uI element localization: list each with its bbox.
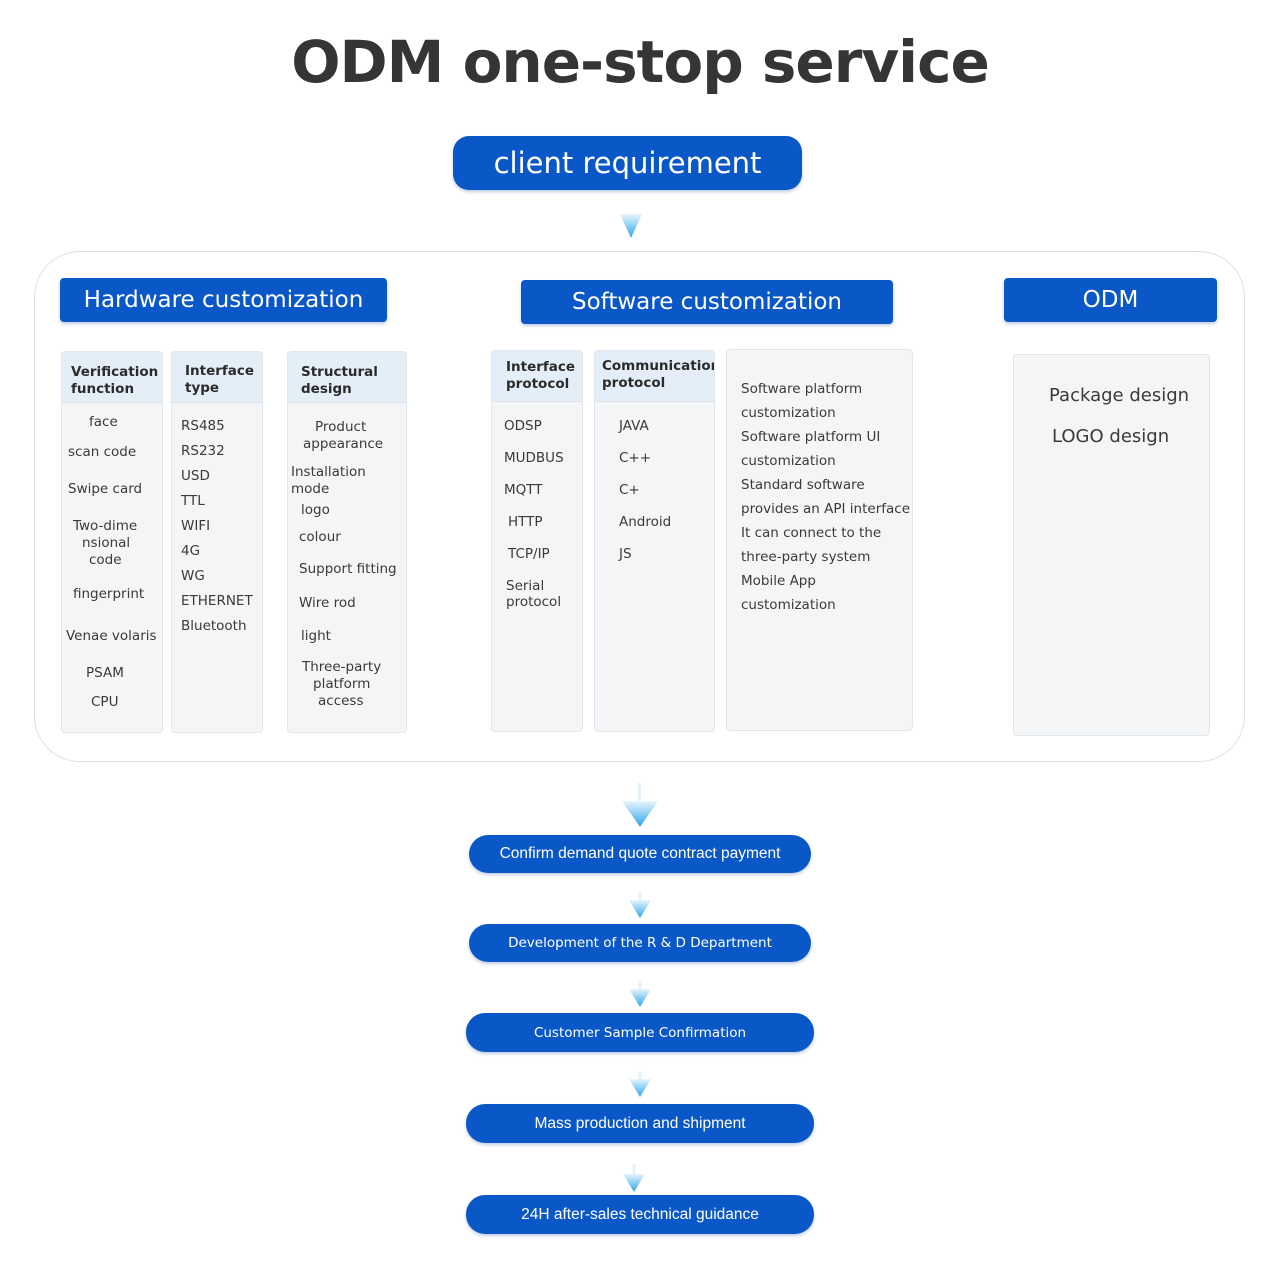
list-item: face (89, 414, 118, 430)
interface-protocol-column: Interface protocol ODSP MUDBUS MQTT HTTP… (491, 350, 583, 732)
client-requirement-node: client requirement (453, 136, 802, 190)
list-item: code (89, 552, 122, 568)
column-header-line: protocol (506, 376, 570, 392)
list-item: Installation mode (291, 464, 366, 497)
down-arrow-icon (623, 1164, 645, 1192)
list-item: Two-dime (73, 518, 138, 534)
down-arrow-icon (629, 1071, 651, 1097)
flow-step-mass-production: Mass production and shipment (466, 1104, 814, 1143)
list-item: Wire rod (299, 595, 356, 611)
list-item: TCP/IP (508, 546, 550, 562)
list-item: Bluetooth (181, 618, 247, 634)
verification-function-column: Verification function face scan code Swi… (61, 351, 163, 733)
list-item: light (301, 628, 331, 644)
communication-protocol-column: Communication protocol JAVA C++ C+ Andro… (594, 350, 715, 732)
platform-line: Mobile App (741, 573, 816, 589)
list-item: RS485 (181, 418, 225, 434)
list-item: access (318, 693, 364, 709)
list-item: scan code (68, 444, 137, 460)
list-item: MUDBUS (504, 450, 564, 466)
platform-line: Software platform (741, 381, 863, 397)
odm-column: Package design LOGO design (1013, 354, 1210, 736)
flow-step-after-sales: 24H after-sales technical guidance (466, 1195, 814, 1234)
list-item: Serial (506, 578, 545, 594)
flow-step-payment: Confirm demand quote contract payment (469, 835, 811, 873)
list-item: WG (181, 568, 205, 584)
down-arrow-icon (620, 214, 642, 238)
platform-line: Standard software (741, 477, 865, 493)
list-item: platform (313, 676, 371, 692)
list-item: nsional (82, 535, 131, 551)
column-header-line: protocol (602, 375, 666, 391)
platform-line: Software platform UI (741, 429, 881, 445)
column-header-line: type (185, 380, 220, 396)
list-item: JAVA (619, 418, 649, 434)
platform-line: provides an API interface (741, 501, 911, 517)
platform-line: It can connect to the (741, 525, 882, 541)
down-arrow-icon (629, 981, 651, 1007)
down-arrow-icon (629, 892, 651, 918)
structural-design-column: Structural design Product appearance Ins… (287, 351, 407, 733)
column-header-line: Verification (71, 364, 159, 380)
list-item: C+ (619, 482, 640, 498)
list-item: 4G (181, 543, 201, 559)
list-item: logo (301, 502, 330, 518)
list-item: Android (619, 514, 672, 530)
list-item: fingerprint (73, 586, 145, 602)
column-header-line: Interface (185, 363, 255, 379)
list-item: Three-party (302, 659, 382, 675)
list-item: JS (619, 546, 632, 562)
platform-line: customization (741, 405, 836, 421)
list-item: appearance (303, 436, 384, 452)
page-title: ODM one-stop service (291, 28, 990, 96)
list-item: TTL (181, 493, 205, 509)
list-item: Support fitting (299, 561, 397, 577)
list-item: colour (299, 529, 341, 545)
platform-line: customization (741, 453, 836, 469)
column-header-line: Interface (506, 359, 576, 375)
odm-header: ODM (1004, 278, 1217, 322)
list-item: protocol (506, 594, 562, 610)
down-arrow-icon (622, 783, 658, 827)
column-header-line: design (301, 381, 352, 397)
list-item: WIFI (181, 518, 211, 534)
column-header-line: Communication (602, 358, 715, 374)
flow-step-sample-confirmation: Customer Sample Confirmation (466, 1013, 814, 1052)
platform-line: three-party system (741, 549, 871, 565)
list-item: ETHERNET (181, 593, 253, 609)
list-item: RS232 (181, 443, 225, 459)
list-item: CPU (91, 694, 119, 710)
odm-item: Package design (1049, 385, 1190, 406)
platform-line: customization (741, 597, 836, 613)
list-item: Swipe card (68, 481, 143, 497)
list-item: C++ (619, 450, 652, 466)
interface-type-column: Interface type RS485 RS232 USD TTL WIFI … (171, 351, 263, 733)
list-item: Venae volaris (66, 628, 157, 644)
list-item: MQTT (504, 482, 543, 498)
column-header-line: Structural (301, 364, 378, 380)
flow-step-development: Development of the R & D Department (469, 924, 811, 962)
list-item: HTTP (508, 514, 543, 530)
hardware-customization-header: Hardware customization (60, 278, 387, 322)
list-item: USD (181, 468, 210, 484)
list-item: PSAM (86, 665, 124, 681)
odm-item: LOGO design (1052, 426, 1170, 447)
software-customization-header: Software customization (521, 280, 893, 324)
list-item: Product (315, 419, 367, 435)
software-platform-column: Software platform customization Software… (726, 349, 913, 731)
column-header-line: function (71, 381, 135, 397)
list-item: ODSP (504, 418, 542, 434)
